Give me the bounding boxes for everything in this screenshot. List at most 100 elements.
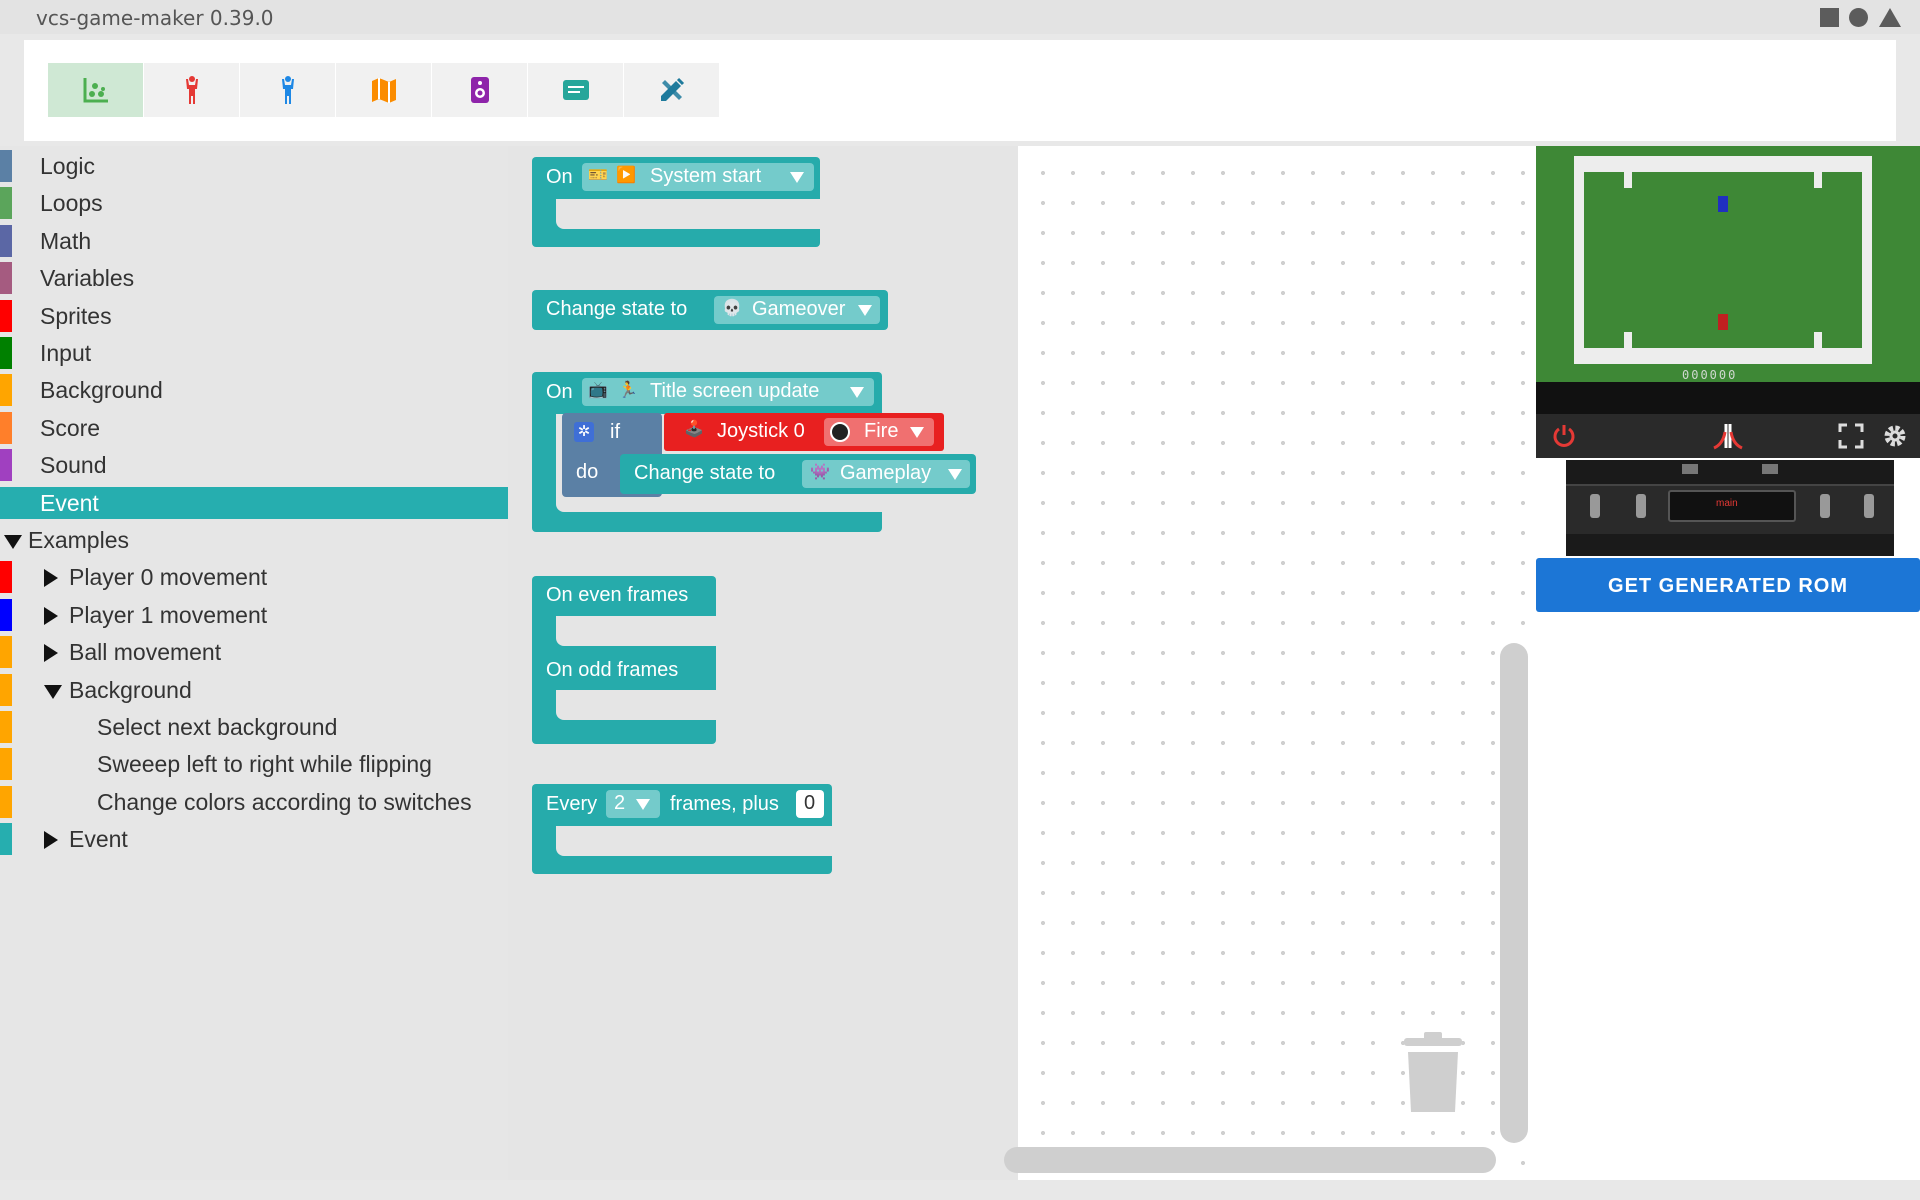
example-item-event[interactable]: Event [0, 823, 508, 856]
change-state-gameplay-block[interactable]: Change state to 👾 Gameplay [620, 454, 976, 494]
editor-tabs [48, 63, 720, 117]
statement-slot [556, 690, 716, 720]
toolbox-category-math[interactable]: Math [0, 224, 508, 257]
category-color-bar [0, 299, 12, 332]
maximize-icon[interactable] [1849, 8, 1868, 27]
tree-item-label: Event [40, 489, 99, 516]
gameplay-dropdown[interactable]: 👾 Gameplay [802, 460, 970, 488]
joystick-icon: 🕹️ [684, 421, 704, 438]
workspace-horizontal-scrollbar[interactable] [1004, 1147, 1496, 1173]
gameplay-label: Gameplay [840, 462, 932, 484]
fire-dropdown[interactable]: Fire [824, 418, 934, 446]
block-label-change-state: Change state to [634, 462, 776, 484]
caret-down-icon[interactable] [44, 684, 62, 699]
game-reset-switch[interactable] [1864, 494, 1874, 518]
tree-item-label: Sweeep left to right while flipping [97, 751, 432, 778]
plus-value-input[interactable]: 0 [796, 790, 824, 818]
toolbox-category-background[interactable]: Background [0, 374, 508, 407]
tab-game-logic[interactable] [48, 63, 143, 117]
block-label-on: On [546, 381, 573, 403]
tab-sound[interactable] [432, 63, 527, 117]
change-state-gameover-block[interactable]: Change state to 💀 Gameover [532, 290, 888, 330]
player-1-sprite [1718, 196, 1728, 212]
joystick-fire-block[interactable]: 🕹️ Joystick 0 Fire [664, 413, 944, 451]
every-frames-block[interactable]: Every 2 frames, plus 0 [532, 784, 832, 874]
caret-right-icon[interactable] [44, 644, 58, 663]
toolbox-category-score[interactable]: Score [0, 411, 508, 444]
post [1814, 332, 1822, 348]
tv-type-switch[interactable] [1636, 494, 1646, 518]
gear-icon[interactable]: ✲ [574, 422, 594, 442]
toolbox-category-logic[interactable]: Logic [0, 150, 508, 182]
difficulty-switch-right[interactable] [1762, 464, 1778, 474]
title-screen-dropdown[interactable]: 📺 🏃 Title screen update [582, 378, 874, 406]
block-label-on: On [546, 166, 573, 188]
power-icon[interactable] [1550, 422, 1578, 450]
gameover-dropdown[interactable]: 💀 Gameover [714, 296, 880, 324]
speaker-icon [470, 77, 489, 103]
system-start-label: System start [650, 165, 762, 187]
example-item-background[interactable]: Background [0, 673, 508, 706]
example-item-ball-movement[interactable]: Ball movement [0, 636, 508, 669]
blockly-workspace[interactable] [1018, 146, 1536, 1180]
chevron-down-icon [910, 427, 924, 438]
block-label-change-state: Change state to [546, 298, 688, 320]
toolbox-category-event[interactable]: Event [0, 486, 508, 519]
emulator-screen[interactable]: 000000 [1536, 146, 1920, 414]
ticket-icon: 🎫 [588, 167, 608, 184]
statement-slot [556, 826, 832, 856]
emulator-controls [1536, 414, 1920, 458]
difficulty-switch-left[interactable] [1682, 464, 1698, 474]
caret-right-icon[interactable] [44, 606, 58, 625]
on-system-start-block[interactable]: On 🎫 ▶️ System start [532, 157, 820, 247]
power-switch[interactable] [1590, 494, 1600, 518]
playfield [1536, 146, 1920, 382]
get-generated-rom-button[interactable]: GET GENERATED ROM [1536, 558, 1920, 612]
toolbox-category-sound[interactable]: Sound [0, 449, 508, 482]
every-frames-dropdown[interactable]: 2 [606, 790, 660, 818]
chevron-down-icon [790, 172, 804, 183]
tab-background[interactable] [336, 63, 431, 117]
play-icon: ▶️ [616, 167, 636, 184]
category-color-bar [0, 598, 12, 631]
trash-icon[interactable] [1400, 1030, 1466, 1116]
workspace-vertical-scrollbar[interactable] [1500, 643, 1528, 1143]
category-color-bar [0, 337, 12, 369]
caret-right-icon[interactable] [44, 831, 58, 850]
tree-item-label: Math [40, 227, 92, 254]
toolbox-category-variables[interactable]: Variables [0, 262, 508, 295]
console-cartridge-slot: main [1668, 490, 1796, 522]
category-color-bar [0, 374, 12, 407]
tab-player-1[interactable] [240, 63, 335, 117]
fire-button-icon [830, 422, 850, 442]
close-icon[interactable] [1879, 8, 1901, 27]
example-item-player-0-movement[interactable]: Player 0 movement [0, 561, 508, 594]
example-item-change-colors-according-to-switches[interactable]: Change colors according to switches [0, 785, 508, 818]
example-item-sweeep-left-to-right-while-flipping[interactable]: Sweeep left to right while flipping [0, 748, 508, 781]
caret-right-icon[interactable] [44, 569, 58, 588]
category-color-bar [0, 224, 12, 257]
settings-icon[interactable] [1882, 423, 1908, 449]
map-icon [371, 78, 396, 103]
game-select-switch[interactable] [1820, 494, 1830, 518]
tree-item-label: Background [69, 676, 192, 703]
toolbox-examples-folder[interactable]: Examples [0, 524, 508, 556]
tab-text[interactable] [528, 63, 623, 117]
minimize-icon[interactable] [1820, 8, 1839, 27]
toolbox-category-sprites[interactable]: Sprites [0, 299, 508, 332]
caret-down-icon[interactable] [4, 535, 22, 549]
left-wall [1574, 172, 1584, 348]
fullscreen-icon[interactable] [1838, 423, 1864, 449]
tab-player-0[interactable] [144, 63, 239, 117]
category-color-bar [0, 150, 12, 182]
toolbox-category-loops[interactable]: Loops [0, 187, 508, 220]
system-start-dropdown[interactable]: 🎫 ▶️ System start [582, 163, 814, 191]
example-item-select-next-background[interactable]: Select next background [0, 711, 508, 743]
toolbox-category-input[interactable]: Input [0, 337, 508, 369]
tab-tools[interactable] [624, 63, 719, 117]
cartridge-label: main [1716, 498, 1738, 509]
example-item-player-1-movement[interactable]: Player 1 movement [0, 598, 508, 631]
category-color-bar [0, 486, 12, 519]
tree-item-label: Variables [40, 265, 135, 292]
on-even-frames-block[interactable]: On even frames On odd frames [532, 576, 716, 744]
